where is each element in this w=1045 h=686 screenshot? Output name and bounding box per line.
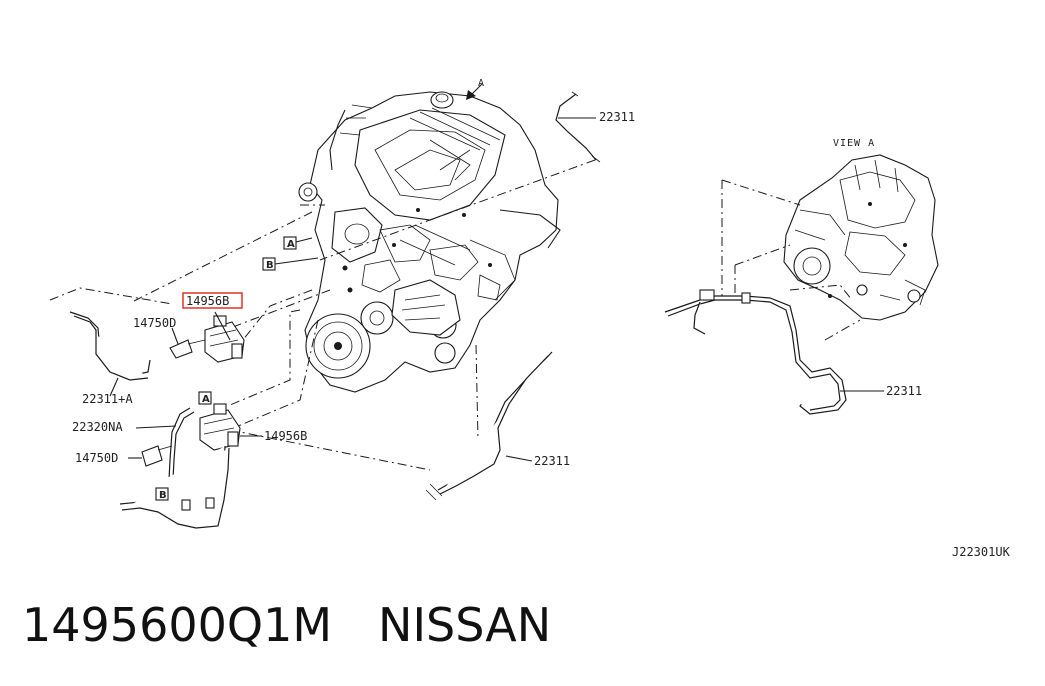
hose-top-right-label: 22311 <box>599 110 635 124</box>
hose-center-label: 22311 <box>534 454 570 468</box>
solenoid-upper: 14956B <box>182 292 245 363</box>
hose-left: 22311+A <box>69 311 151 406</box>
diagram-code: J22301UK <box>952 545 1011 559</box>
view-a-engine <box>783 154 939 321</box>
view-a-title: VIEW A <box>833 138 875 149</box>
part-number: 1495600Q1M <box>22 598 333 652</box>
view-a-hose: 22311 <box>664 289 922 415</box>
box-b-upper-letter: B <box>266 260 274 271</box>
bolt-lower-label: 14750D <box>75 451 118 465</box>
part-number-footer: 1495600Q1M NISSAN <box>22 598 551 652</box>
solenoid-lower: 14956B <box>199 403 307 451</box>
view-a-leader-lines <box>721 179 861 341</box>
box-a-upper: A <box>283 236 313 250</box>
box-a-lower-letter: A <box>202 394 210 405</box>
view-a-arrow-label: A <box>478 78 485 89</box>
bolt-lower: 14750D <box>75 445 173 467</box>
view-a-arrow: A <box>466 78 485 100</box>
hose-center: 22311 <box>425 351 570 501</box>
box-b-lower: B <box>155 487 169 501</box>
bolt-upper-label: 14750D <box>133 316 176 330</box>
solenoid-lower-label: 14956B <box>264 429 307 443</box>
highlight-box <box>182 292 243 309</box>
hose-top-right: 22311 <box>555 91 635 163</box>
hose-na-label: 22320NA <box>72 420 123 434</box>
highlighted-part-label: 14956B <box>186 294 229 308</box>
box-b-upper: B <box>262 257 319 271</box>
hose-na: 22320NA <box>72 407 230 529</box>
bolt-upper: 14750D <box>133 316 206 359</box>
engine-drawing <box>298 91 561 393</box>
leader-lines <box>49 159 596 471</box>
box-b-lower-letter: B <box>159 490 167 501</box>
brand-name: NISSAN <box>378 598 552 652</box>
hose-view-a-label: 22311 <box>886 384 922 398</box>
box-a-upper-letter: A <box>287 239 295 250</box>
hose-left-label: 22311+A <box>82 392 133 406</box>
box-a-lower: A <box>198 391 212 405</box>
